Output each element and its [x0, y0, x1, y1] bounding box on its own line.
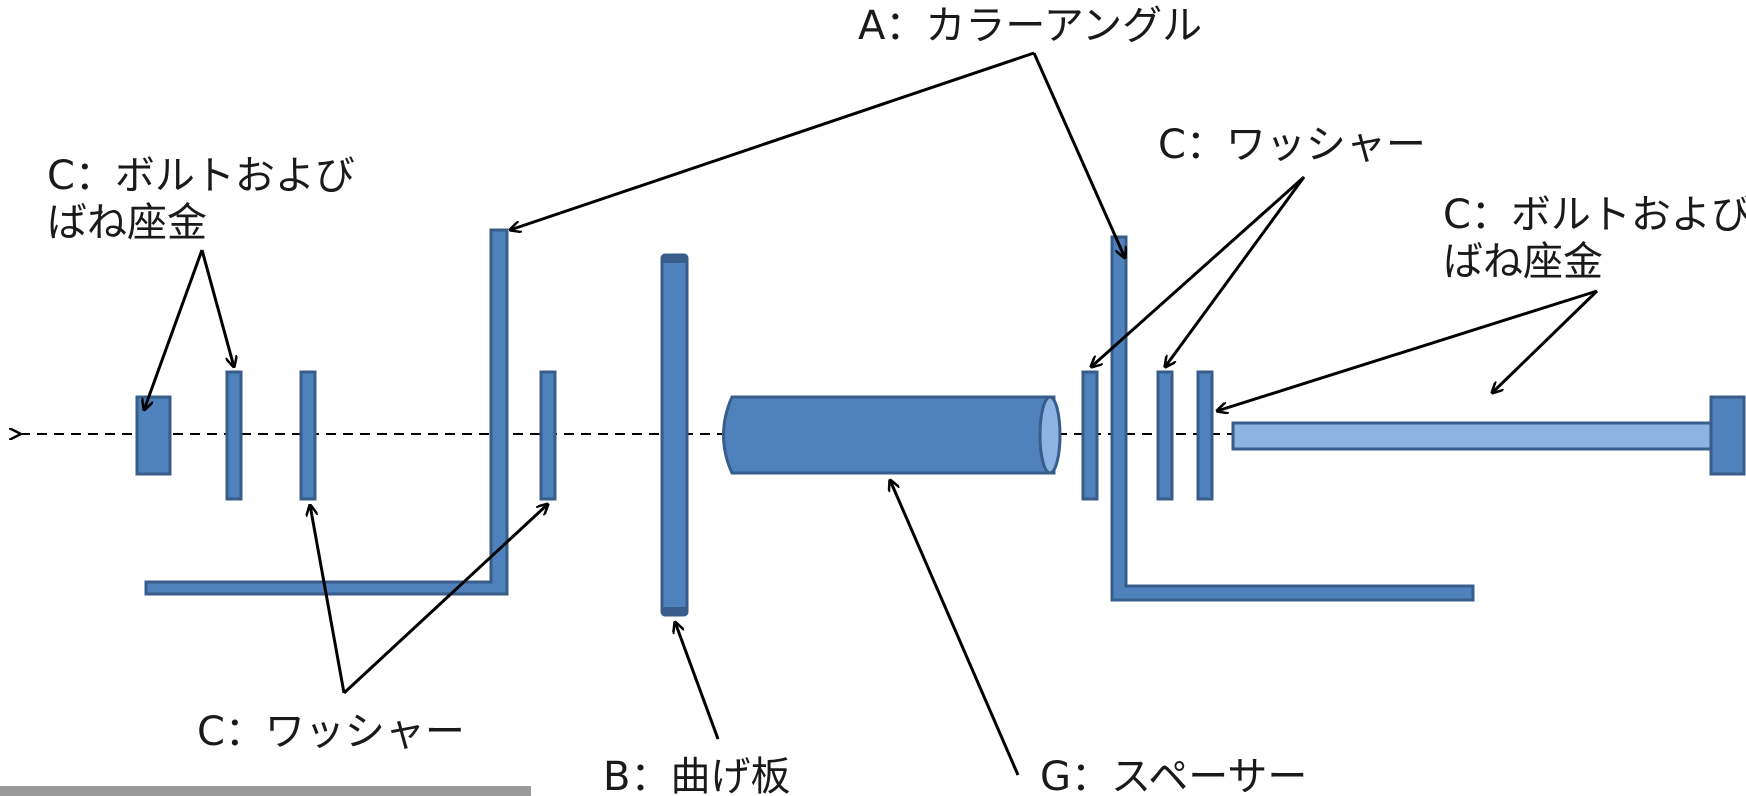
washer-top-arrow-2: [1165, 176, 1306, 367]
bent-plate-edge: [662, 255, 687, 263]
bolt-left-arrow-1: [144, 249, 204, 410]
photo-strip-edge: [0, 786, 531, 796]
bent-plate-edge-bottom: [662, 607, 687, 615]
bolt-right-label-line2: ばね座金: [1443, 239, 1603, 285]
color-angle-label: A：カラーアングル: [858, 3, 1202, 49]
right-color-angle-part: [1110, 235, 1475, 602]
bolt-right-arrow-2: [1492, 289, 1599, 393]
washer-top-right-label: C：ワッシャー: [1158, 122, 1426, 168]
bolt-right-arrow-1: [1217, 289, 1598, 411]
spacer-arrow: [890, 480, 1020, 776]
left-inner-washer-part: [539, 370, 557, 501]
washer-bottom-arrow-2: [342, 504, 548, 695]
left-bolt-nut-part: [135, 395, 172, 476]
bolt-left-label-line2: ばね座金: [47, 200, 207, 246]
left-spring-washer-part: [225, 370, 243, 501]
color-angle-arrow-left: [510, 51, 1035, 230]
washer-top-arrow-1: [1091, 175, 1305, 367]
color-angle-arrow-right: [1032, 52, 1125, 258]
right-spring-washer-part: [1196, 370, 1214, 501]
left-washer-part: [299, 370, 317, 501]
right-washer-front-part: [1081, 370, 1099, 501]
bent-plate-part: [660, 253, 689, 617]
washer-bottom-arrow-1: [310, 505, 346, 694]
bolt-shaft-part: [1231, 421, 1713, 451]
bent-plate-arrow: [675, 622, 720, 740]
spacer-label: G：スペーサー: [1040, 754, 1307, 796]
right-washer-back-part: [1156, 370, 1174, 501]
left-color-angle-part: [144, 228, 509, 596]
spacer-cylinder-part: [722, 395, 1056, 475]
washer-bottom-label: C：ワッシャー: [197, 709, 465, 755]
bolt-right-label-line1: C：ボルトおよび: [1443, 192, 1746, 238]
spacer-cylinder-end: [1038, 395, 1062, 475]
bolt-left-label-line1: C：ボルトおよび: [47, 153, 355, 199]
bolt-head-part: [1709, 395, 1746, 476]
bent-plate-label: B：曲げ板: [603, 754, 790, 796]
bolt-left-arrow-2: [200, 249, 234, 367]
